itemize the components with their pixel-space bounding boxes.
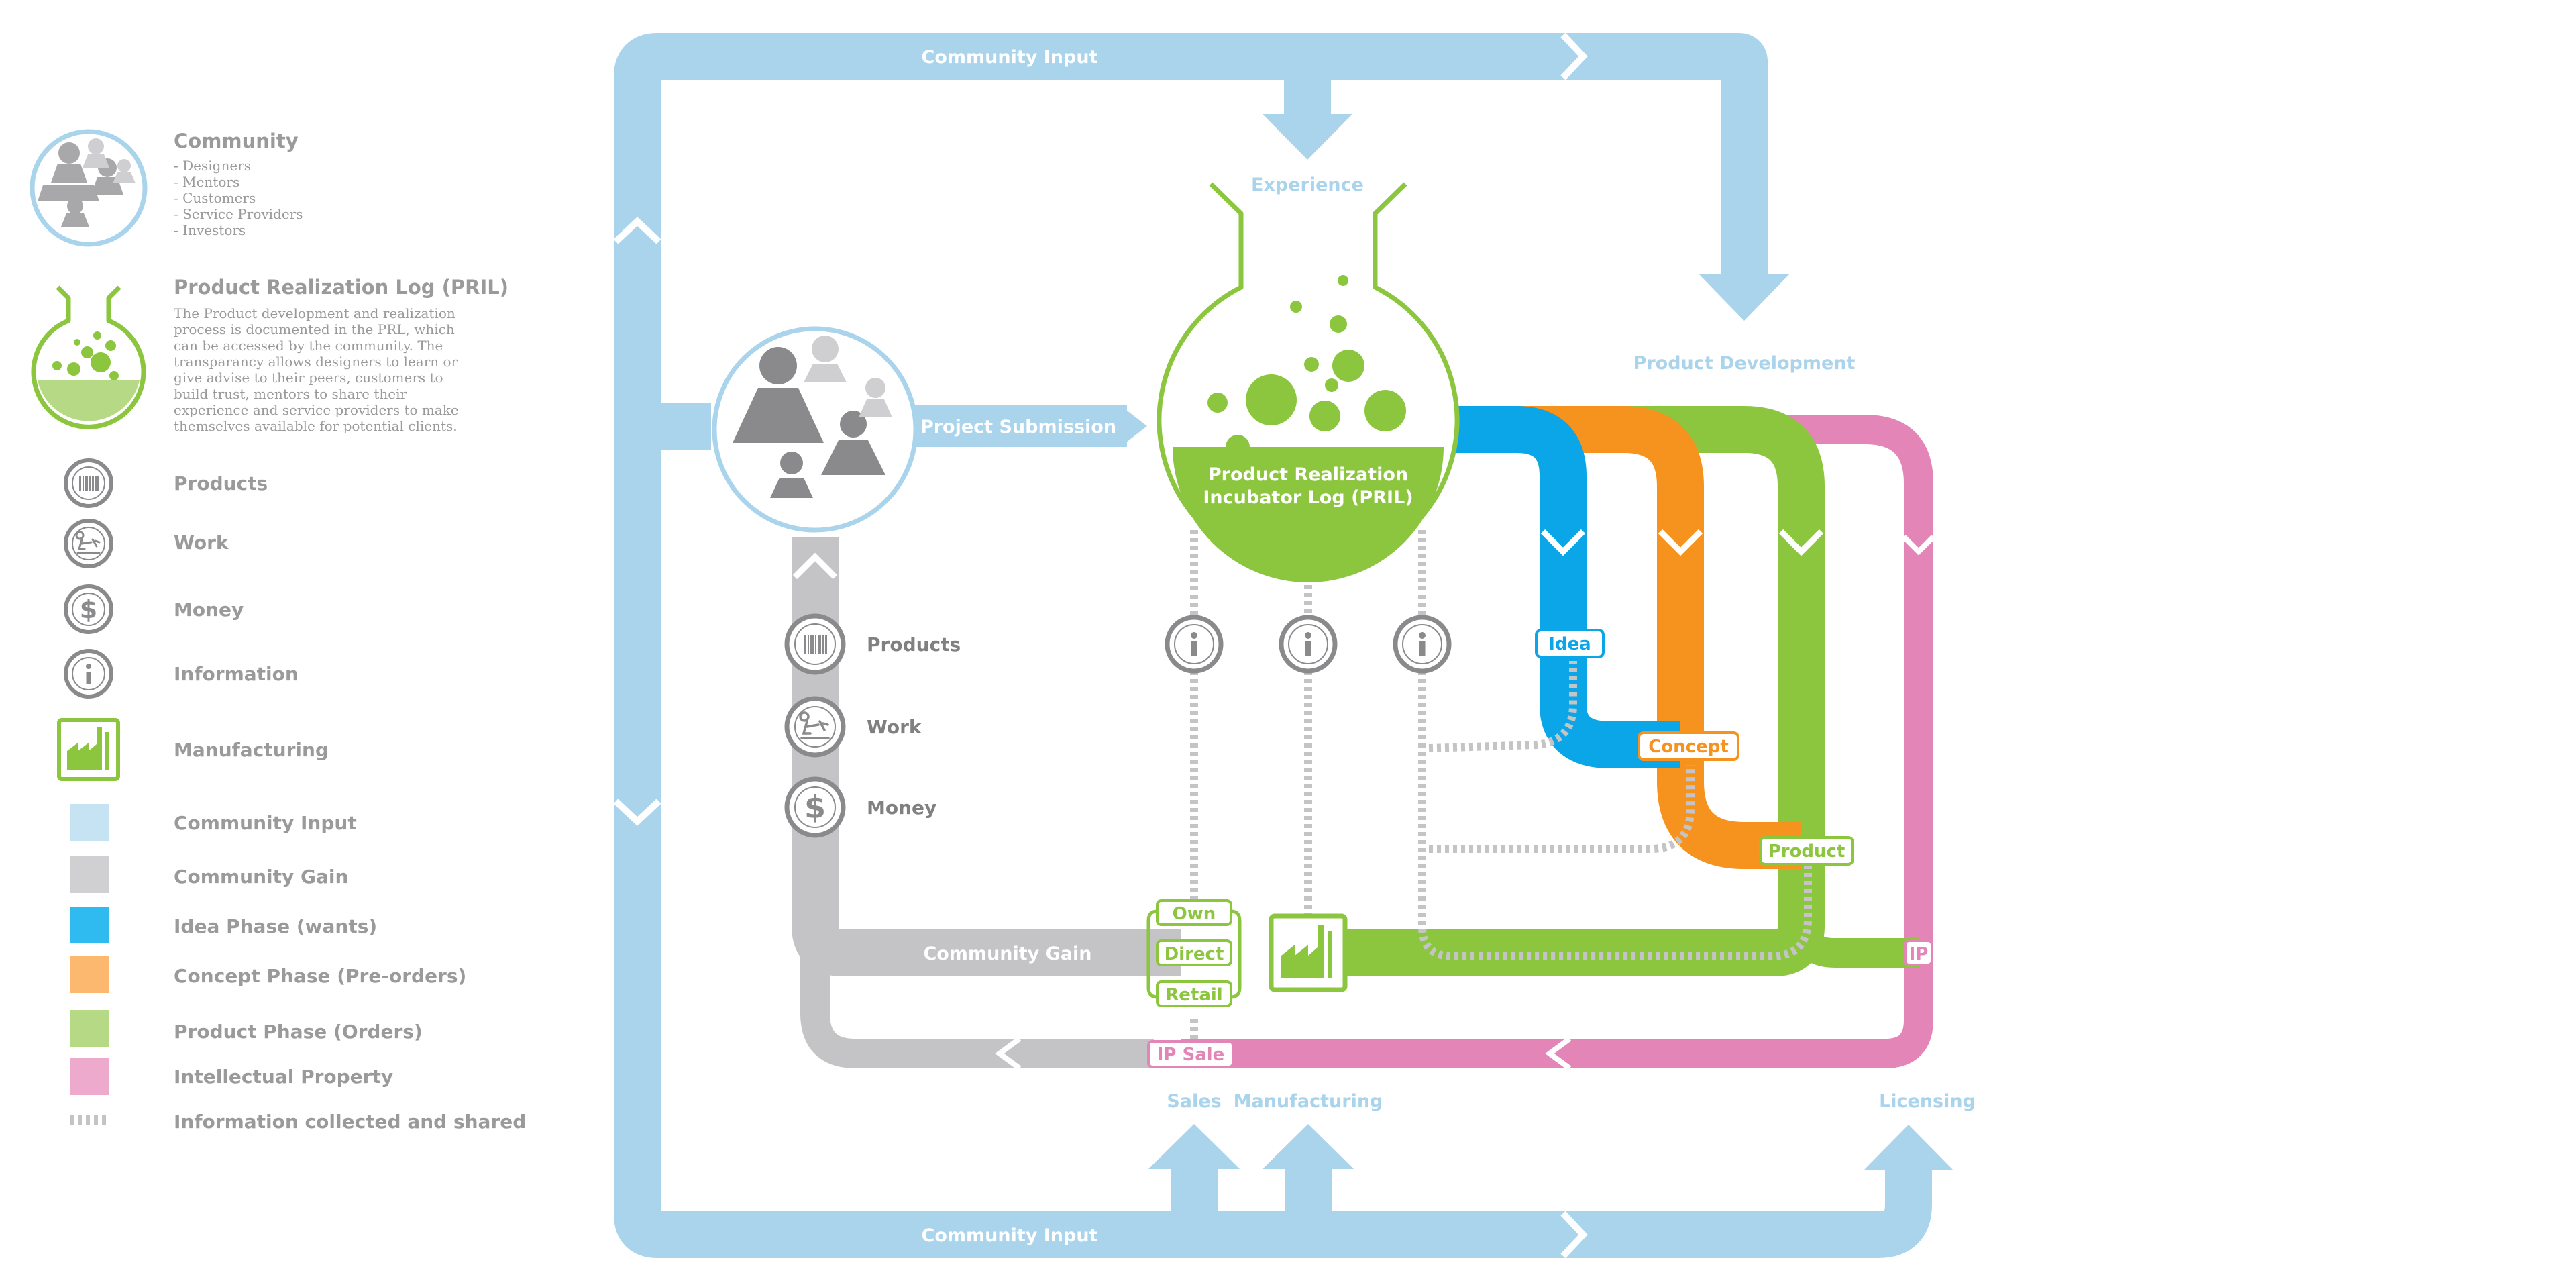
factory-icon — [57, 718, 120, 781]
swatch-community-gain — [70, 856, 109, 893]
licensing-label: Licensing — [1879, 1091, 1976, 1112]
flask-title-line2: Incubator Log (PRIL) — [1203, 487, 1413, 508]
swatch-idea-phase — [70, 907, 109, 943]
legend-manufacturing-label: Manufacturing — [174, 739, 329, 761]
information-lines — [1190, 530, 1812, 1047]
legend-pril-line: transparancy allows designers to learn o… — [174, 354, 458, 370]
legend-money-label: Money — [174, 599, 244, 621]
info-icon — [64, 649, 113, 699]
legend-pril-line: experience and service providers to make — [174, 402, 459, 418]
sales-channels: Own Direct Retail — [1146, 899, 1242, 1007]
community-gain-loop — [792, 537, 1181, 1071]
legend-products-label: Products — [174, 472, 268, 495]
swatch-intellectual-property — [70, 1058, 109, 1095]
legend-community-item: - Investors — [174, 222, 246, 238]
legend: Community - Designers - Mentors - Custom… — [30, 129, 526, 1133]
legend-pril-line: build trust, mentors to share their — [174, 386, 407, 402]
products-label: Products — [867, 633, 961, 656]
retail-tag — [1156, 980, 1232, 1007]
dollar-icon: $ — [784, 776, 846, 838]
concept-label: Concept — [1648, 737, 1729, 757]
legend-intellectual-property-label: Intellectual Property — [174, 1066, 393, 1088]
legend-community-gain-label: Community Gain — [174, 866, 348, 888]
legend-community-input-label: Community Input — [174, 812, 357, 834]
legend-pril-line: can be accessed by the community. The — [174, 338, 443, 354]
product-tag — [1759, 836, 1854, 866]
legend-work-label: Work — [174, 531, 229, 554]
svg-text:$: $ — [804, 789, 826, 825]
work-icon — [784, 696, 846, 758]
product-label: Product — [1768, 841, 1845, 862]
info-icon — [1165, 615, 1224, 674]
ip-label: IP — [1909, 944, 1929, 964]
legend-community-title: Community — [174, 130, 299, 152]
retail-label: Retail — [1165, 985, 1222, 1005]
community-bubble — [712, 326, 918, 533]
direct-label: Direct — [1165, 944, 1224, 964]
project-submission-label: Project Submission — [920, 417, 1116, 438]
community-input-bottom-label: Community Input — [922, 1225, 1098, 1246]
community-input-top-label: Community Input — [922, 47, 1098, 68]
legend-community-item: - Designers — [174, 158, 251, 174]
barcode-icon — [784, 613, 846, 675]
flask-title-line1: Product Realization — [1208, 464, 1408, 485]
product-development-label: Product Development — [1633, 353, 1856, 374]
phase-pipes — [1181, 406, 1935, 1071]
community-gain-label: Community Gain — [923, 943, 1091, 964]
legend-community-item: - Customers — [174, 190, 256, 206]
swatch-concept-phase — [70, 956, 109, 993]
concept-tag — [1638, 731, 1739, 761]
info-icon — [1279, 615, 1338, 674]
legend-pril-title: Product Realization Log (PRIL) — [174, 276, 508, 299]
legend-information-label: Information — [174, 663, 299, 685]
idea-label: Idea — [1548, 634, 1591, 654]
own-tag — [1156, 899, 1232, 926]
legend-community-item: - Mentors — [174, 174, 239, 190]
money-label: Money — [867, 796, 936, 819]
pril-flask: Product Realization Incubator Log (PRIL) — [1157, 182, 1460, 582]
legend-concept-phase-label: Concept Phase (Pre-orders) — [174, 965, 466, 987]
community-input-loop — [613, 32, 1953, 1259]
ip-tag — [1904, 939, 1933, 966]
barcode-icon — [64, 458, 113, 508]
work-icon — [64, 519, 113, 568]
own-label: Own — [1173, 904, 1216, 924]
experience-label: Experience — [1251, 174, 1364, 195]
swatch-product-phase — [70, 1010, 109, 1047]
info-icon — [1393, 615, 1452, 674]
legend-community-icon — [30, 129, 148, 247]
ip-sale-label: IP Sale — [1157, 1045, 1225, 1065]
legend-pril-line: The Product development and realization — [174, 305, 455, 321]
legend-information-shared-label: Information collected and shared — [174, 1111, 526, 1133]
project-submission-arrow — [912, 405, 1147, 447]
work-label: Work — [867, 716, 922, 738]
legend-pril-line: process is documented in the PRL, which — [174, 321, 455, 338]
legend-idea-phase-label: Idea Phase (wants) — [174, 915, 377, 937]
legend-pril-line: themselves available for potential clien… — [174, 418, 458, 434]
dollar-icon: $ — [64, 584, 113, 634]
flow-diagram: Product Realization Incubator Log (PRIL)… — [613, 32, 1976, 1259]
swatch-community-input — [70, 804, 109, 841]
ip-sale-tag — [1147, 1040, 1234, 1068]
idea-tag — [1535, 629, 1605, 658]
svg-text:$: $ — [80, 595, 97, 624]
factory-icon — [1269, 913, 1348, 992]
sales-label: Sales — [1167, 1091, 1221, 1112]
direct-tag — [1156, 939, 1232, 966]
legend-flask-icon — [31, 285, 146, 429]
legend-product-phase-label: Product Phase (Orders) — [174, 1021, 423, 1043]
legend-community-item: - Service Providers — [174, 206, 303, 222]
legend-pril-line: give advise to their peers, customers to — [174, 370, 443, 386]
manufacturing-label: Manufacturing — [1234, 1091, 1383, 1112]
